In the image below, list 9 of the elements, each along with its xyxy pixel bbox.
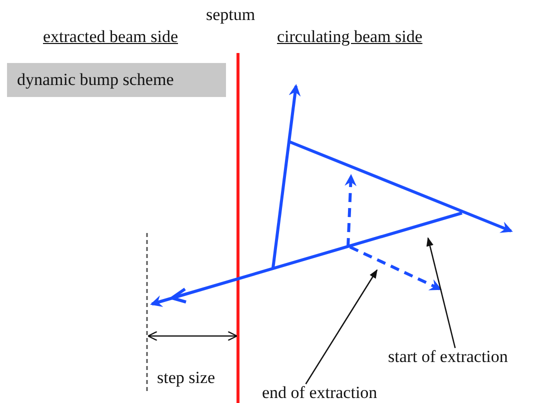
leader-line	[305, 269, 378, 384]
annotation-text: start of extraction	[388, 347, 508, 367]
dimension-label: step size	[157, 368, 216, 388]
annotation-text: end of extraction	[262, 383, 378, 403]
side-heading: circulating beam side	[277, 27, 422, 47]
scheme-label: dynamic bump scheme	[7, 63, 226, 97]
leader-line	[426, 237, 456, 348]
septum-label: septum	[206, 5, 256, 25]
side-heading: extracted beam side	[43, 27, 178, 47]
